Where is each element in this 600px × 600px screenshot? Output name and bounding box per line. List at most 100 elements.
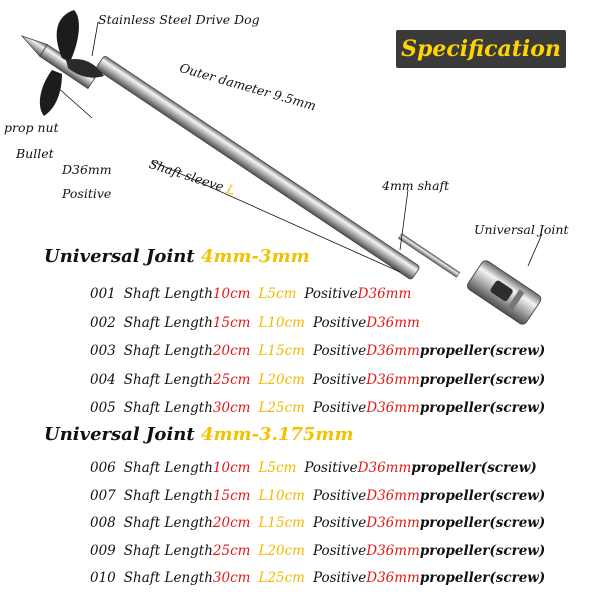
group-title-1: Universal Joint 4mm-3mm <box>44 246 310 267</box>
spec-row: 010 Shaft Length30cm L25cm PositiveD36mmpro… <box>90 570 545 586</box>
row-sleeve: L5cm <box>258 286 297 302</box>
row-suffix: propeller(screw) <box>419 487 546 504</box>
row-sleeve: L5cm <box>258 460 297 476</box>
row-label: Shaft Length <box>123 286 213 302</box>
prop-nut-label: prop nut <box>4 120 59 135</box>
row-diameter: D36mm <box>366 343 420 359</box>
row-sleeve: L10cm <box>258 314 305 331</box>
row-positive: Positive <box>304 460 358 476</box>
row-suffix: propeller(screw) <box>419 400 546 416</box>
row-label: Shaft Length <box>123 460 213 476</box>
row-length: 30cm <box>212 570 251 586</box>
universal-joint-part <box>467 260 542 325</box>
row-suffix: propeller(screw) <box>419 371 546 388</box>
row-length: 20cm <box>212 515 251 531</box>
drive-dog-label: Stainless Steel Drive Dog <box>98 12 260 27</box>
row-length: 25cm <box>212 542 251 559</box>
row-suffix: propeller(screw) <box>411 460 537 476</box>
group-2-title-text: Universal Joint <box>44 424 195 445</box>
group-title-2: Universal Joint 4mm-3.175mm <box>44 424 354 445</box>
inner-shaft <box>397 233 461 278</box>
spec-row: 005 Shaft Length30cm L25cm PositiveD36mmpro… <box>90 400 545 416</box>
row-number: 009 <box>90 542 116 559</box>
row-suffix: propeller(screw) <box>419 542 546 559</box>
row-length: 15cm <box>212 487 251 504</box>
row-suffix: propeller(screw) <box>419 570 546 586</box>
row-number: 004 <box>90 371 116 388</box>
row-label: Shaft Length <box>123 371 213 388</box>
spec-row: 007 Shaft Length15cm L10cm PositiveD36mmpro… <box>90 488 545 504</box>
spec-row: 002 Shaft Length15cm L10cm PositiveD36mm <box>90 315 420 331</box>
row-diameter: D36mm <box>366 542 420 559</box>
row-number: 001 <box>90 286 116 302</box>
universal-joint-label: Universal Joint <box>474 222 569 237</box>
4mm-shaft-label: 4mm shaft <box>382 178 450 193</box>
row-positive: Positive <box>312 371 367 388</box>
group-1-title-text: Universal Joint <box>44 246 195 267</box>
row-positive: Positive <box>304 286 358 302</box>
row-sleeve: L25cm <box>258 400 305 416</box>
spec-row: 009 Shaft Length25cm L20cm PositiveD36mmpro… <box>90 543 545 559</box>
row-positive: Positive <box>312 343 367 359</box>
shaft-sleeve <box>96 56 420 280</box>
row-positive: Positive <box>312 400 367 416</box>
row-diameter: D36mm <box>366 487 420 504</box>
row-sleeve: L25cm <box>258 570 305 586</box>
row-diameter: D36mm <box>366 371 420 388</box>
row-diameter: D36mm <box>357 460 412 476</box>
row-length: 30cm <box>212 400 251 416</box>
row-diameter: D36mm <box>366 570 420 586</box>
row-length: 25cm <box>212 371 251 388</box>
row-number: 003 <box>90 343 116 359</box>
callout-lines <box>55 21 543 273</box>
row-positive: Positive <box>312 542 367 559</box>
row-label: Shaft Length <box>123 570 213 586</box>
propeller-blades <box>39 10 104 116</box>
row-diameter: D36mm <box>366 400 420 416</box>
spec-row: 006 Shaft Length10cm L5cm PositiveD36mmprop… <box>90 460 537 476</box>
specification-badge: Specification <box>396 30 566 68</box>
row-number: 008 <box>90 515 116 531</box>
row-suffix: propeller(screw) <box>419 343 546 359</box>
spec-row: 003 Shaft Length20cm L15cm PositiveD36mmpro… <box>90 343 545 359</box>
d36mm-label: D36mm <box>62 162 112 177</box>
spec-row: 008 Shaft Length20cm L15cm PositiveD36mmpro… <box>90 515 545 531</box>
row-diameter: D36mm <box>357 286 412 302</box>
row-diameter: D36mm <box>366 314 420 331</box>
row-label: Shaft Length <box>123 487 213 504</box>
row-positive: Positive <box>312 515 367 531</box>
row-number: 006 <box>90 460 116 476</box>
bullet-label: Bullet <box>16 146 54 161</box>
row-suffix: propeller(screw) <box>419 515 546 531</box>
row-label: Shaft Length <box>123 515 213 531</box>
row-diameter: D36mm <box>366 515 420 531</box>
row-sleeve: L10cm <box>258 487 305 504</box>
row-length: 10cm <box>212 460 251 476</box>
row-number: 010 <box>90 570 116 586</box>
row-positive: Positive <box>312 487 367 504</box>
row-sleeve: L20cm <box>258 371 305 388</box>
row-positive: Positive <box>312 314 367 331</box>
row-sleeve: L15cm <box>258 343 305 359</box>
spec-row: 001 Shaft Length10cm L5cm PositiveD36mm <box>90 286 411 302</box>
row-label: Shaft Length <box>123 542 213 559</box>
row-number: 007 <box>90 487 116 504</box>
row-positive: Positive <box>312 570 367 586</box>
row-number: 002 <box>90 314 116 331</box>
group-2-size: 4mm-3.175mm <box>200 424 354 445</box>
spec-row: 004 Shaft Length25cm L20cm PositiveD36mmpro… <box>90 372 545 388</box>
row-number: 005 <box>90 400 116 416</box>
row-sleeve: L15cm <box>258 515 305 531</box>
group-1-size: 4mm-3mm <box>200 246 310 267</box>
row-label: Shaft Length <box>123 343 213 359</box>
specification-title: Specification <box>401 36 561 62</box>
row-label: Shaft Length <box>123 314 213 331</box>
positive-label: Positive <box>62 186 112 201</box>
row-label: Shaft Length <box>123 400 213 416</box>
row-length: 10cm <box>212 286 251 302</box>
row-length: 20cm <box>212 343 251 359</box>
row-length: 15cm <box>212 314 251 331</box>
row-sleeve: L20cm <box>258 542 305 559</box>
